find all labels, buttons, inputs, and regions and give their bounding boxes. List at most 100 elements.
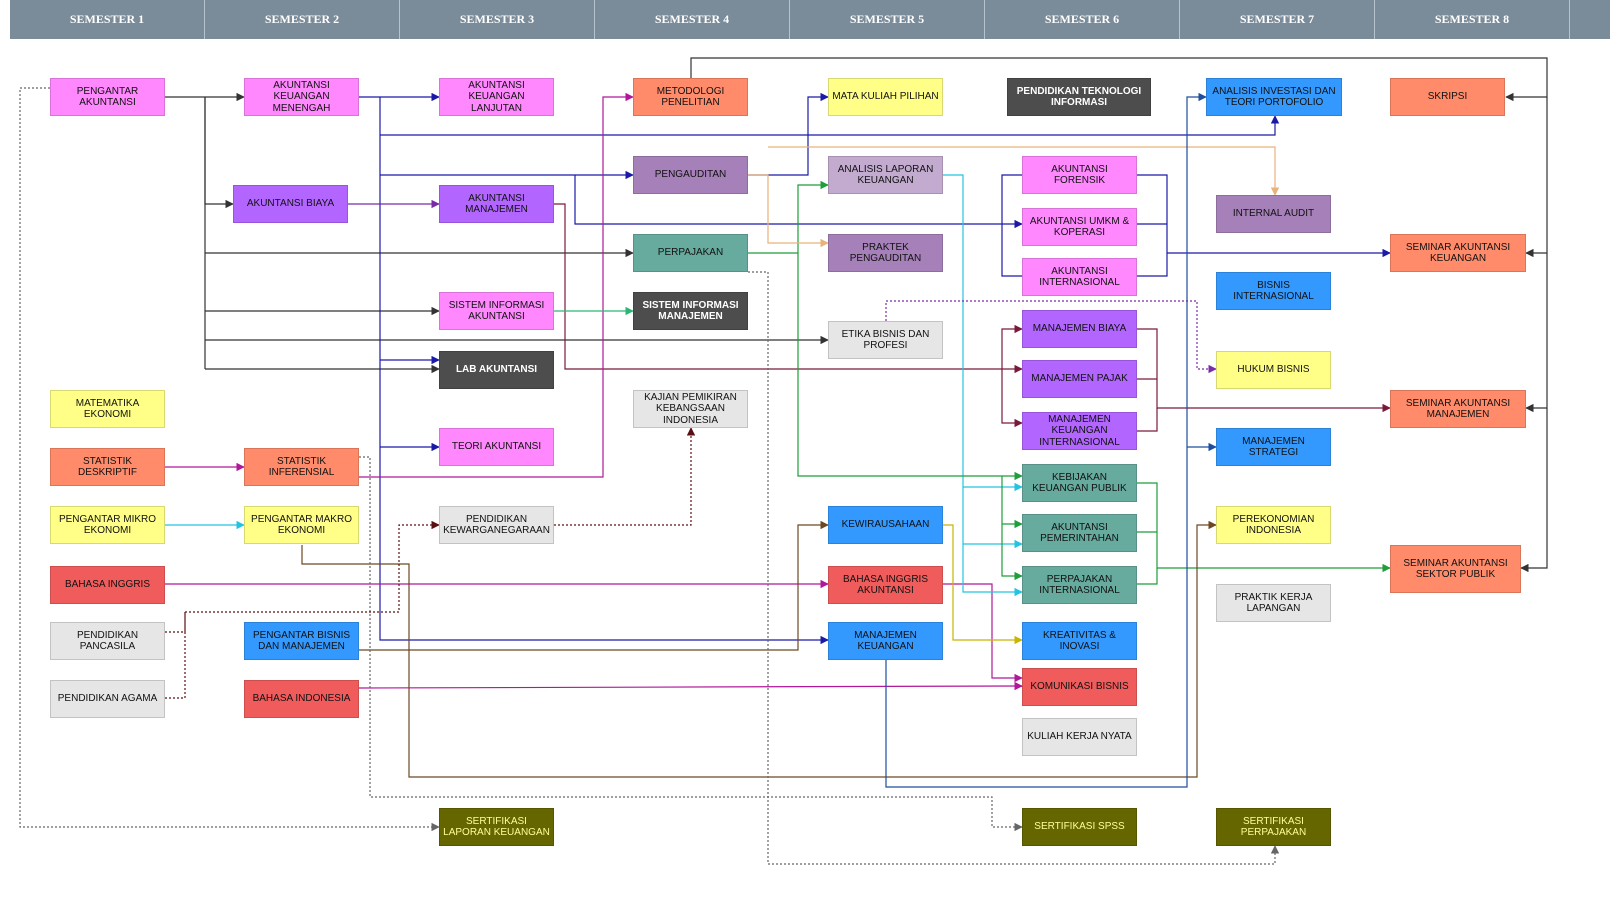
semester-header-4: SEMESTER 4 [595,0,790,39]
connector-37 [1137,482,1391,573]
course-s1-pengantar-akuntansi[interactable]: PENGANTAR AKUNTANSI [50,78,165,116]
connector-29 [943,174,1023,597]
course-s6-perpajakan-internasional[interactable]: PERPAJAKAN INTERNASIONAL [1022,566,1137,604]
course-s5-kewirausahaan[interactable]: KEWIRAUSAHAAN [828,506,943,544]
connector-57 [748,271,1280,865]
connector-2 [204,97,234,209]
connector-40 [748,174,829,248]
connector-34 [797,253,1023,481]
connector-49 [885,92,1207,788]
course-s7-praktik-kerja-lapangan[interactable]: PRAKTIK KERJA LAPANGAN [1216,584,1331,622]
connector-61 [885,300,1217,374]
course-s4-pengauditan[interactable]: PENGAUDITAN [633,156,748,194]
course-s5-bahasa-inggris-akuntansi[interactable]: BAHASA INGGRIS AKUNTANSI [828,566,943,604]
connector-35 [1001,476,1023,581]
semester-header-3: SEMESTER 3 [400,0,595,39]
connector-18 [1001,324,1023,369]
connector-52 [1525,97,1548,258]
course-s3-teori-akuntansi[interactable]: TEORI AKUNTANSI [439,428,554,466]
course-s3-sistem-informasi-akuntansi[interactable]: SISTEM INFORMASI AKUNTANSI [439,292,554,330]
connector-39 [1137,568,1158,585]
course-s1-matematika-ekonomi[interactable]: MATEMATIKA EKONOMI [50,390,165,428]
connector-60 [554,427,696,526]
connector-20 [1137,328,1391,413]
connector-27 [943,583,1023,683]
course-s2-bahasa-indonesia[interactable]: BAHASA INDONESIA [244,680,359,718]
course-s2-akuntansi-keuangan-menengah[interactable]: AKUNTANSI KEUANGAN MENENGAH [244,78,359,116]
course-s5-etika-bisnis[interactable]: ETIKA BISNIS DAN PROFESI [828,321,943,359]
course-s6-akuntansi-forensik[interactable]: AKUNTANSI FORENSIK [1022,156,1137,194]
connector-48 [1001,174,1022,277]
course-s5-manajemen-keuangan[interactable]: MANAJEMEN KEUANGAN [828,622,943,660]
connector-22 [1137,408,1158,432]
connector-9 [379,97,829,645]
course-s7-manajemen-strategi[interactable]: MANAJEMEN STRATEGI [1216,428,1331,466]
connector-10 [380,115,1280,136]
connector-33 [748,180,829,254]
course-s6-akuntansi-umkm[interactable]: AKUNTANSI UMKM & KOPERASI [1022,208,1137,246]
course-s8-skripsi[interactable]: SKRIPSI [1390,78,1505,116]
course-s6-manajemen-keuangan-internasional[interactable]: MANAJEMEN KEUANGAN INTERNASIONAL [1022,412,1137,450]
connector-42 [943,524,1023,645]
course-s6-akuntansi-internasional[interactable]: AKUNTANSI INTERNASIONAL [1022,258,1137,296]
connector-19 [1001,369,1023,428]
connector-56 [359,456,1023,832]
connector-58 [165,520,440,633]
semester-header-5: SEMESTER 5 [790,0,985,39]
course-s6-sertifikasi-spss[interactable]: SERTIFIKASI SPSS [1022,808,1137,846]
course-s4-perpajakan[interactable]: PERPAJAKAN [633,234,748,272]
course-s6-manajemen-biaya[interactable]: MANAJEMEN BIAYA [1022,310,1137,348]
course-s2-pengantar-makro[interactable]: PENGANTAR MAKRO EKONOMI [244,506,359,544]
course-s7-analisis-investasi[interactable]: ANALISIS INVESTASI DAN TEORI PORTOFOLIO [1206,78,1342,116]
course-s6-pendidikan-teknologi-informasi[interactable]: PENDIDIKAN TEKNOLOGI INFORMASI [1007,78,1151,116]
course-s6-manajemen-pajak[interactable]: MANAJEMEN PAJAK [1022,360,1137,398]
connector-41 [768,146,1280,196]
course-s3-sertifikasi-laporan-keuangan[interactable]: SERTIFIKASI LAPORAN KEUANGAN [439,808,554,846]
course-s2-statistik-inferensial[interactable]: STATISTIK INFERENSIAL [244,448,359,486]
course-s1-pendidikan-pancasila[interactable]: PENDIDIKAN PANCASILA [50,622,165,660]
course-s3-akuntansi-manajemen[interactable]: AKUNTANSI MANAJEMEN [439,185,554,223]
course-s1-pendidikan-agama[interactable]: PENDIDIKAN AGAMA [50,680,165,718]
connector-17 [554,203,1023,374]
semester-header-2: SEMESTER 2 [205,0,400,39]
course-s5-mata-kuliah-pilihan[interactable]: MATA KULIAH PILIHAN [828,78,943,116]
course-s6-komunikasi-bisnis[interactable]: KOMUNIKASI BISNIS [1022,668,1137,706]
course-s8-seminar-akuntansi-sektor-publik[interactable]: SEMINAR AKUNTANSI SEKTOR PUBLIK [1390,545,1521,593]
course-s7-hukum-bisnis[interactable]: HUKUM BISNIS [1216,351,1331,389]
course-s3-akuntansi-keuangan-lanjutan[interactable]: AKUNTANSI KEUANGAN LANJUTAN [439,78,554,116]
connector-43 [301,520,1217,778]
course-s4-metodologi-penelitian[interactable]: METODOLOGI PENELITIAN [633,78,748,116]
connector-45 [1137,174,1168,277]
course-s5-analisis-laporan-keuangan[interactable]: ANALISIS LAPORAN KEUANGAN [828,156,943,194]
course-s4-kajian-pemikiran[interactable]: KAJIAN PEMIKIRAN KEBANGSAAN INDONESIA [633,390,748,428]
connector-53 [1525,253,1548,413]
semester-header-7: SEMESTER 7 [1180,0,1375,39]
course-s3-lab-akuntansi[interactable]: LAB AKUNTANSI [439,351,554,389]
course-s7-perekonomian-indonesia[interactable]: PEREKONOMIAN INDONESIA [1216,506,1331,544]
course-s2-akuntansi-biaya[interactable]: AKUNTANSI BIAYA [233,185,348,223]
course-s7-sertifikasi-perpajakan[interactable]: SERTIFIKASI PERPAJAKAN [1216,808,1331,846]
course-s1-pengantar-mikro[interactable]: PENGANTAR MIKRO EKONOMI [50,506,165,544]
semester-header-bar [10,0,1610,39]
course-s6-kuliah-kerja-nyata[interactable]: KULIAH KERJA NYATA [1022,718,1137,756]
course-s6-kebijakan-keuangan-publik[interactable]: KEBIJAKAN KEUANGAN PUBLIK [1022,464,1137,502]
course-s8-seminar-akuntansi-keuangan[interactable]: SEMINAR AKUNTANSI KEUANGAN [1390,234,1526,272]
course-s7-internal-audit[interactable]: INTERNAL AUDIT [1216,195,1331,233]
course-s1-statistik-deskriptif[interactable]: STATISTIK DESKRIPTIF [50,448,165,486]
course-s6-akuntansi-pemerintahan[interactable]: AKUNTANSI PEMERINTAHAN [1022,514,1137,552]
connector-44 [359,520,829,651]
course-s4-sistem-informasi-manajemen[interactable]: SISTEM INFORMASI MANAJEMEN [633,292,748,330]
course-s3-pendidikan-kewarganegaraan[interactable]: PENDIDIKAN KEWARGANEGARAAN [439,506,554,544]
connector-59 [165,612,186,699]
semester-header-1: SEMESTER 1 [10,0,205,39]
course-s5-praktek-pengauditan[interactable]: PRAKTEK PENGAUDITAN [828,234,943,272]
course-s8-seminar-akuntansi-manajemen[interactable]: SEMINAR AKUNTANSI MANAJEMEN [1390,390,1526,428]
course-s6-kreativitas-inovasi[interactable]: KREATIVITAS & INOVASI [1022,622,1137,660]
course-s2-pengantar-bisnis[interactable]: PENGANTAR BISNIS DAN MANAJEMEN [244,622,359,660]
course-s7-bisnis-internasional[interactable]: BISNIS INTERNASIONAL [1216,272,1331,310]
connector-15 [748,92,829,176]
connector-51 [690,57,1548,102]
course-s1-bahasa-inggris[interactable]: BAHASA INGGRIS [50,566,165,604]
